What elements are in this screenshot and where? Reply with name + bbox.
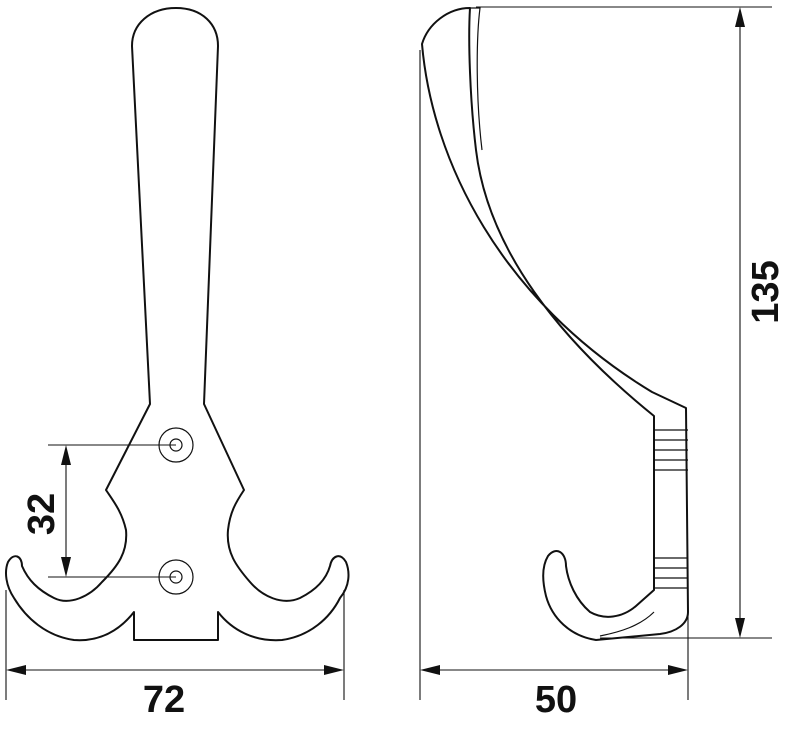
lower-grooves bbox=[654, 557, 688, 589]
side-depth-label: 50 bbox=[535, 679, 577, 721]
front-width-dimension: 72 bbox=[5, 590, 345, 721]
side-depth-dimension: 50 bbox=[419, 50, 689, 721]
front-hook-body bbox=[5, 7, 350, 642]
front-width-label: 72 bbox=[143, 679, 185, 721]
height-label: 135 bbox=[745, 260, 787, 323]
hole-spacing-label: 32 bbox=[21, 493, 63, 535]
upper-grooves bbox=[654, 429, 688, 471]
hole-spacing-dimension: 32 bbox=[21, 444, 176, 578]
front-view bbox=[5, 7, 350, 642]
height-dimension: 135 bbox=[476, 6, 787, 639]
side-hook-arm bbox=[421, 7, 689, 641]
side-view bbox=[421, 7, 689, 641]
side-top-cap bbox=[470, 7, 483, 151]
side-hook-inner-edge bbox=[599, 611, 655, 637]
